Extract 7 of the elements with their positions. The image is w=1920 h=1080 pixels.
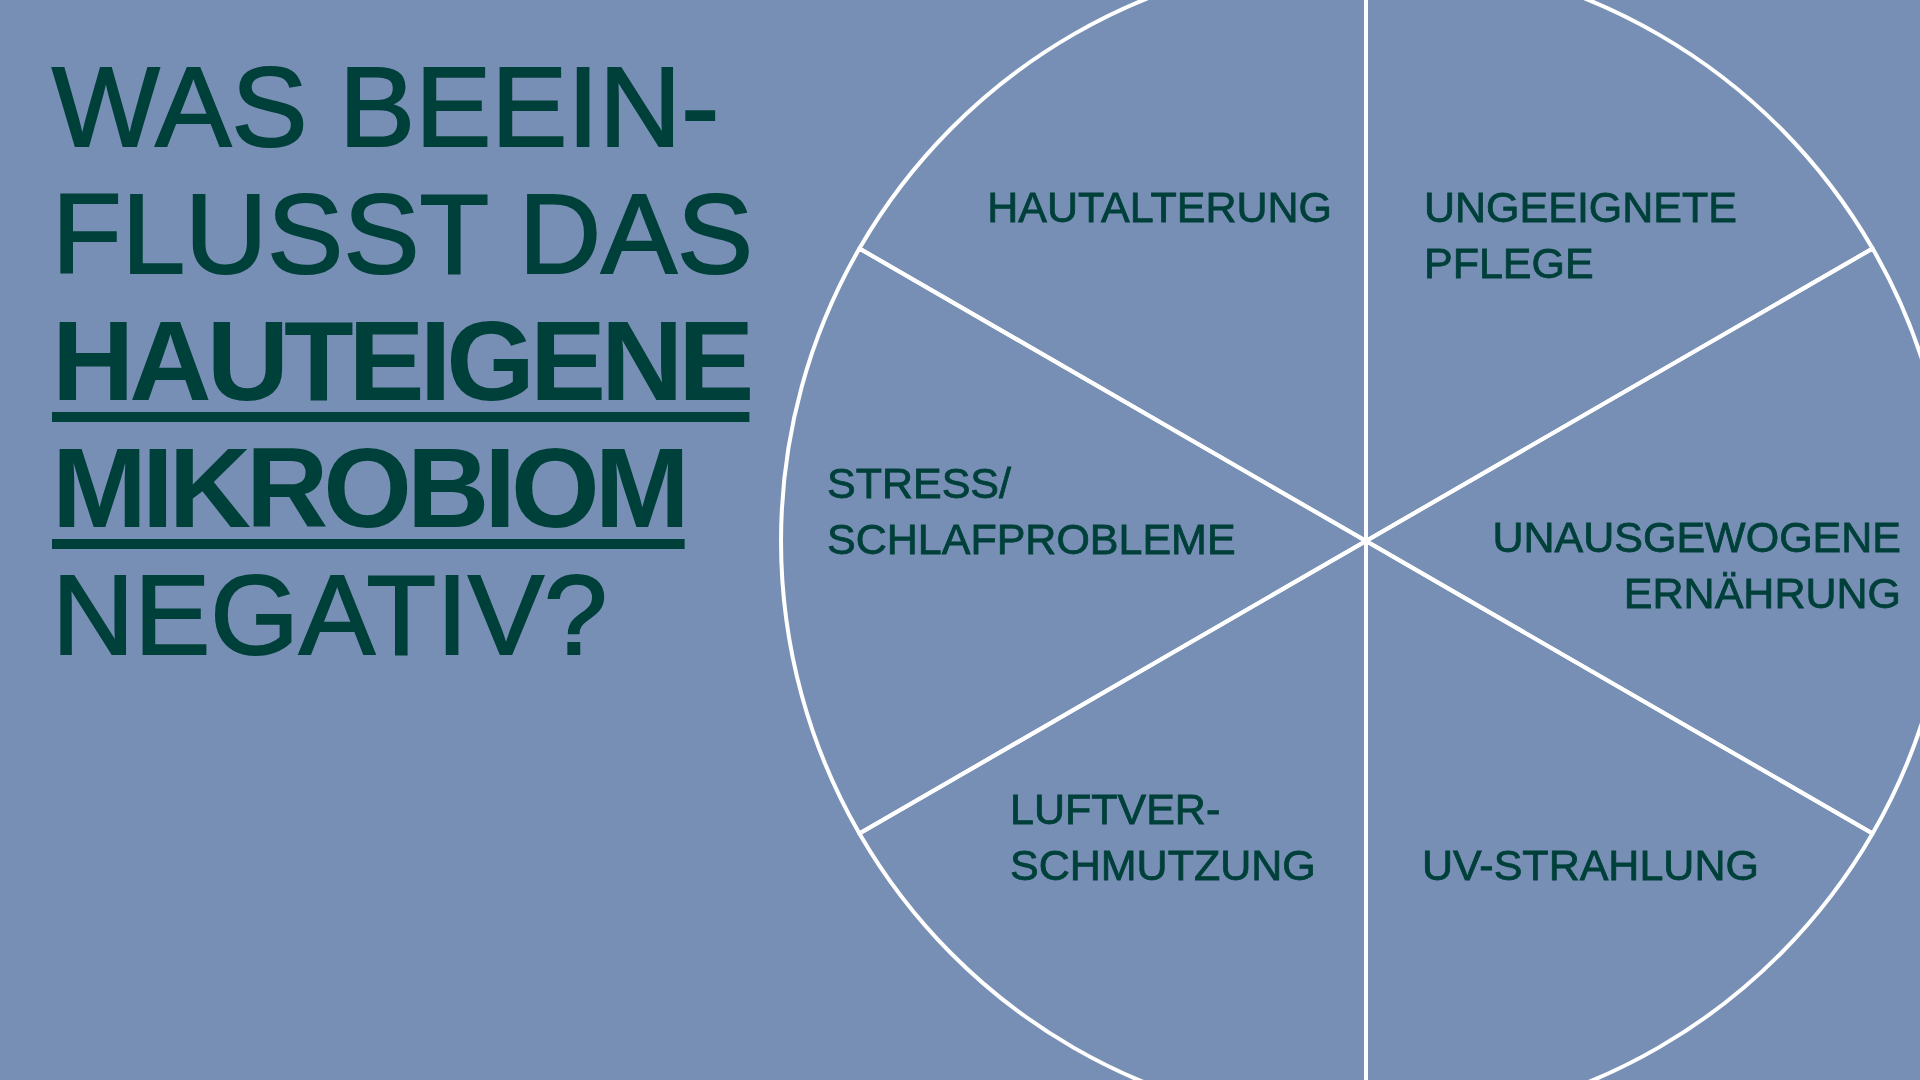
segment-label: UV-STRAHLUNG — [1422, 840, 1759, 891]
segment-label: LUFTVER- SCHMUTZUNG — [1010, 784, 1316, 891]
segment-label: STRESS/ SCHLAFPROBLEME — [827, 458, 1236, 565]
segment-label: UNAUSGEWOGENE ERNÄHRUNG — [1492, 512, 1901, 619]
title: WAS BEEIN- FLUSST DAS HAUTEIGENE MIKROBIOM NEGATIV? — [52, 43, 755, 678]
segment-label: HAUTALTERUNG — [987, 182, 1332, 233]
segment-label: UNGEEIGNETE PFLEGE — [1424, 182, 1737, 289]
